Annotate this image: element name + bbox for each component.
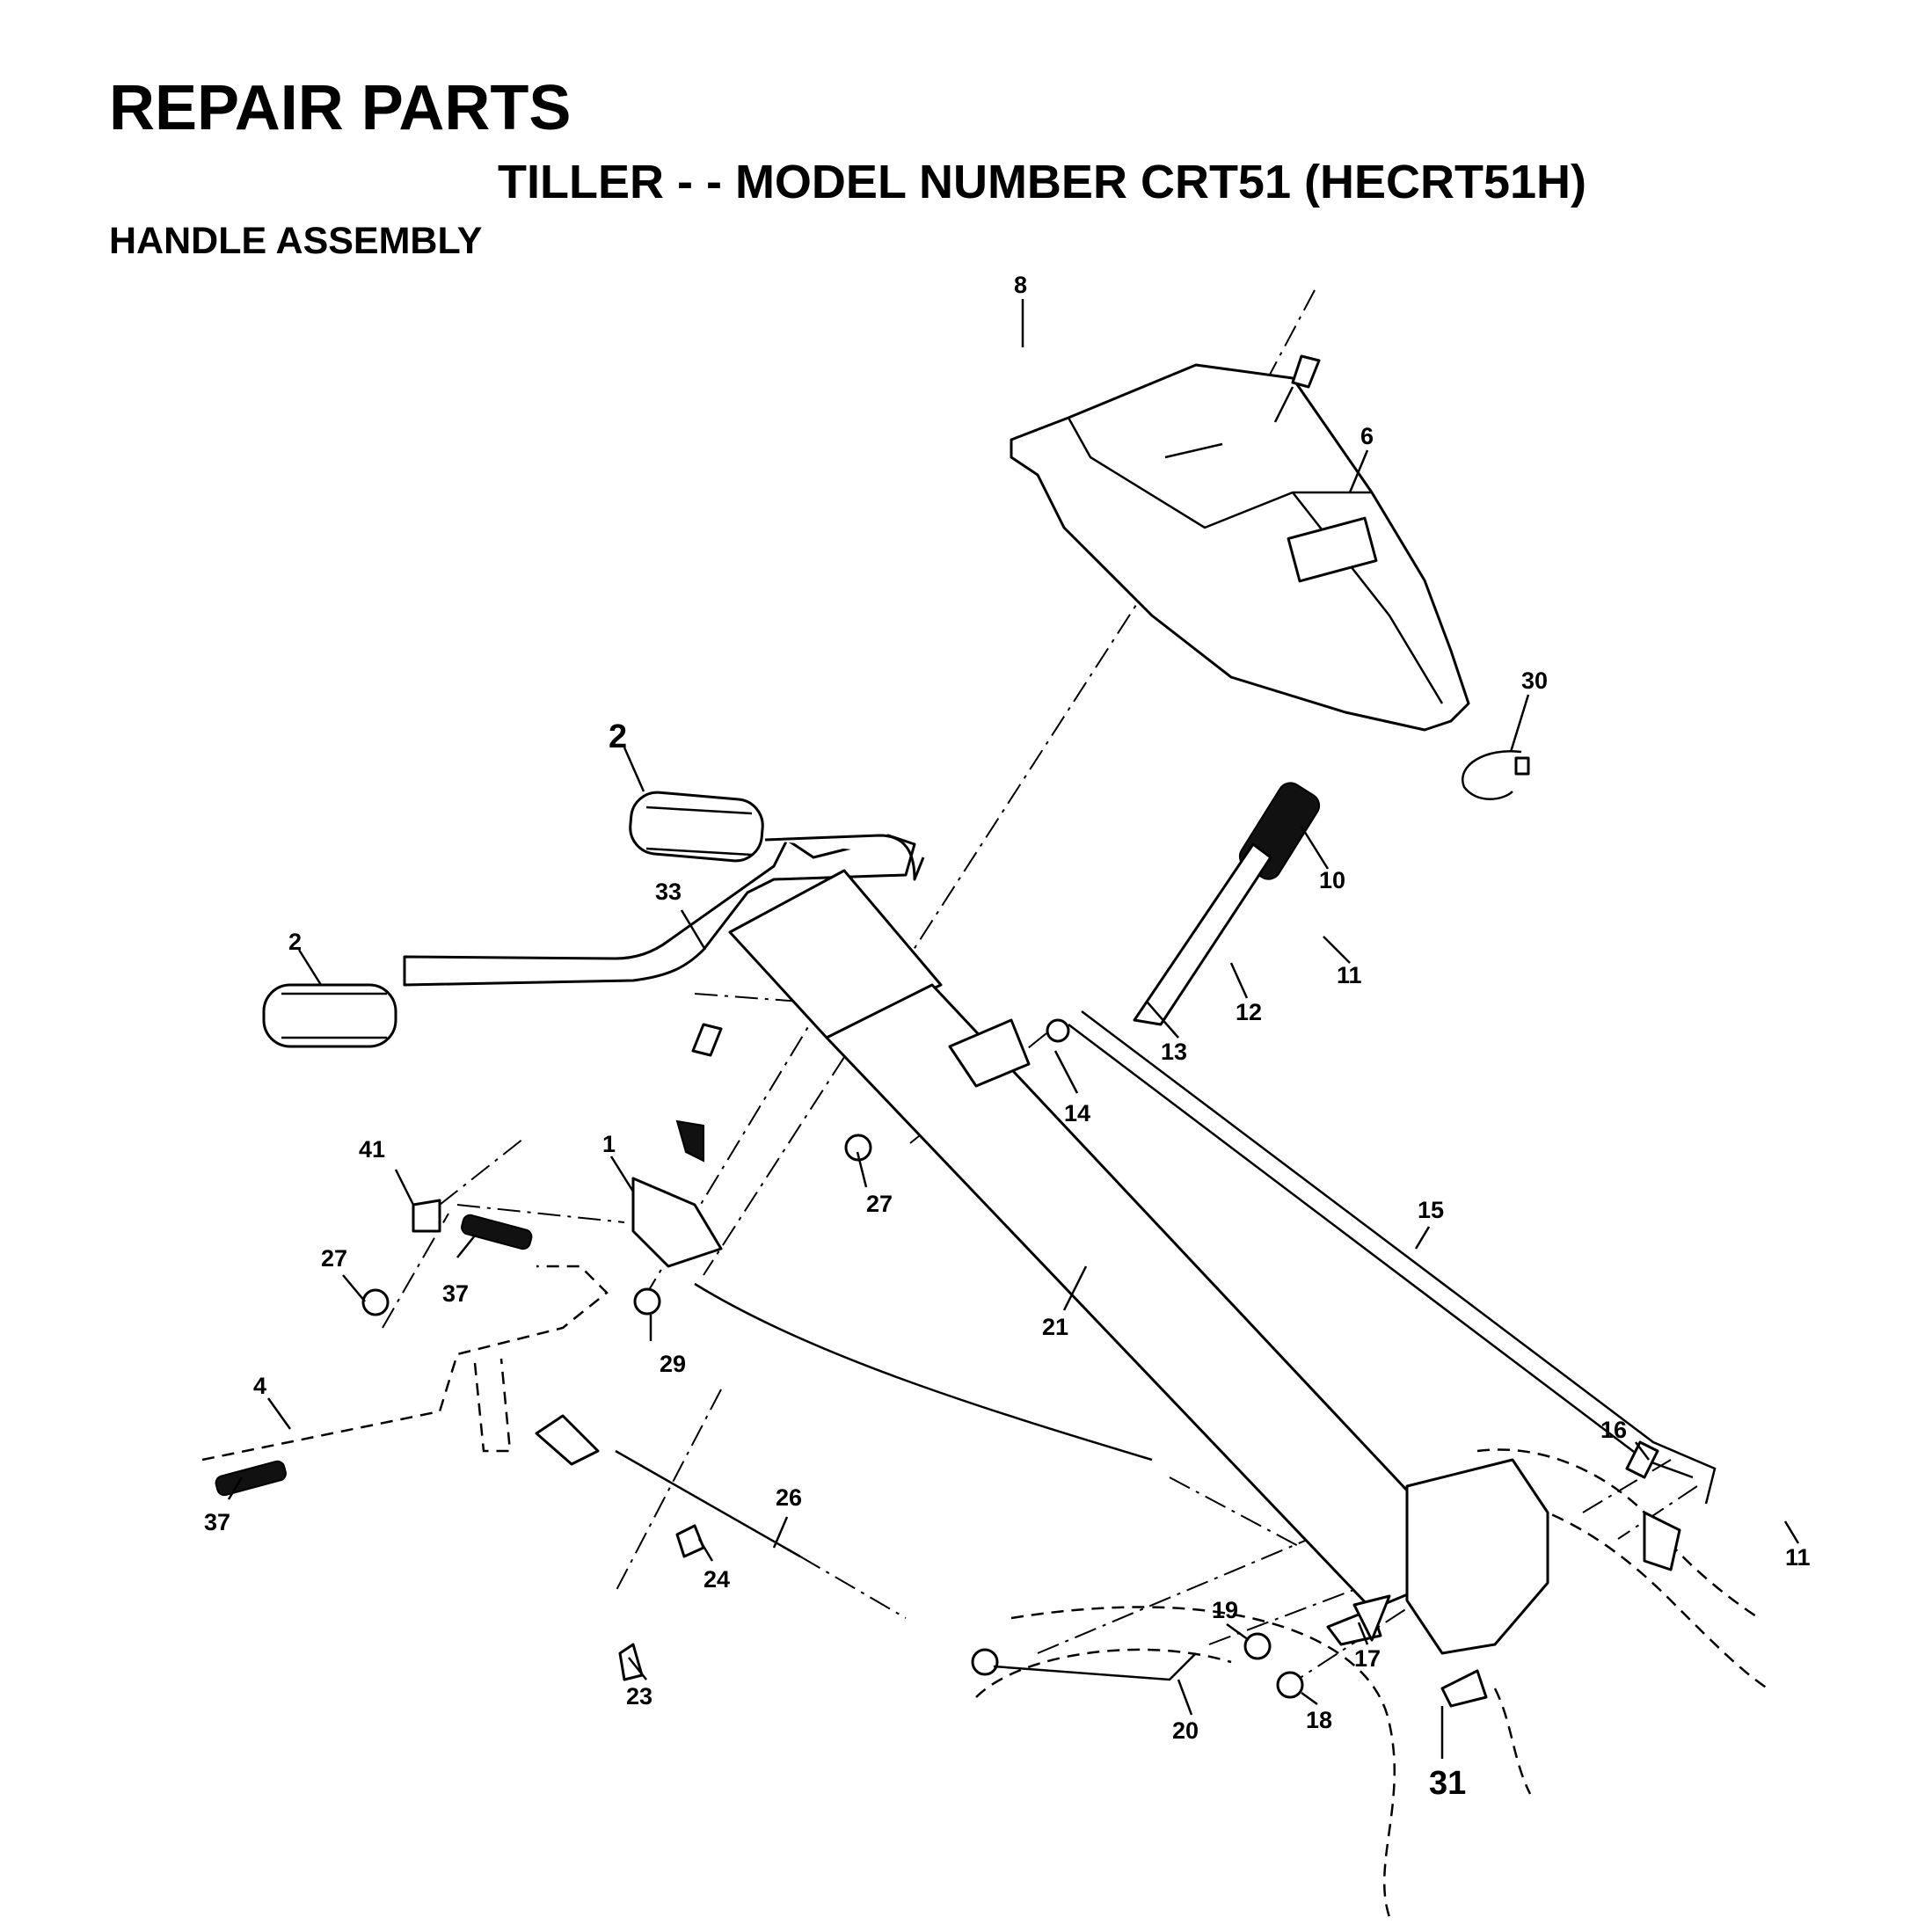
callout-2-upper: 2 xyxy=(609,718,627,755)
callout-37-lower: 37 xyxy=(204,1509,230,1535)
callout-21: 21 xyxy=(1042,1314,1068,1340)
callout-31: 31 xyxy=(1429,1765,1466,1802)
callout-24: 24 xyxy=(703,1566,730,1593)
callout-19: 19 xyxy=(1212,1597,1238,1623)
screw-8-part xyxy=(1273,354,1321,423)
grip-2-left-part xyxy=(262,983,397,1048)
callout-37-upper: 37 xyxy=(442,1280,469,1307)
callout-27-left: 27 xyxy=(321,1245,347,1272)
callout-12: 12 xyxy=(1236,999,1262,1025)
callout-11-lower: 11 xyxy=(1785,1544,1811,1571)
retaining-ring-part xyxy=(1462,749,1530,800)
callout-1: 1 xyxy=(602,1131,616,1157)
callout-23: 23 xyxy=(626,1683,652,1710)
callout-15: 15 xyxy=(1418,1197,1444,1223)
callout-2-lower: 2 xyxy=(288,929,302,955)
grip-2-right-part xyxy=(629,791,764,863)
callout-30: 30 xyxy=(1521,667,1548,694)
callout-10: 10 xyxy=(1319,867,1345,893)
panel-cover-part xyxy=(1010,363,1470,732)
handle-bar-part xyxy=(403,834,943,1039)
callout-8: 8 xyxy=(1014,272,1027,298)
throttle-cable-part xyxy=(535,1282,1153,1558)
callout-26: 26 xyxy=(776,1484,802,1511)
handle-tube-21-part xyxy=(825,983,1549,1655)
depth-bar-lever-20-part xyxy=(971,1648,1197,1681)
callout-13: 13 xyxy=(1161,1039,1187,1065)
page-title: REPAIR PARTS xyxy=(109,73,572,143)
callout-29: 29 xyxy=(660,1351,686,1377)
section-title: HANDLE ASSEMBLY xyxy=(109,220,483,262)
model-subtitle: TILLER - - MODEL NUMBER CRT51 (HECRT51H) xyxy=(498,156,1587,208)
callout-33: 33 xyxy=(655,879,682,905)
callout-17: 17 xyxy=(1354,1645,1381,1672)
callout-41: 41 xyxy=(359,1136,385,1163)
callout-18: 18 xyxy=(1306,1707,1332,1733)
control-lever-1-part xyxy=(631,1119,723,1268)
callout-11-upper: 11 xyxy=(1337,962,1362,988)
callout-4: 4 xyxy=(253,1373,266,1399)
callout-20: 20 xyxy=(1172,1717,1199,1744)
callout-leader-lines xyxy=(227,299,1800,1759)
shift-lever-10-13-part xyxy=(1133,782,1321,1026)
callout-27-mid: 27 xyxy=(866,1191,893,1217)
callout-6: 6 xyxy=(1360,423,1374,449)
lower-bracket-4-ghost xyxy=(201,1265,609,1462)
callout-14: 14 xyxy=(1064,1100,1090,1126)
callout-16: 16 xyxy=(1600,1417,1627,1443)
callout-labels: 1 2 2 4 6 8 10 11 11 12 13 14 15 16 17 1… xyxy=(204,272,1811,1802)
